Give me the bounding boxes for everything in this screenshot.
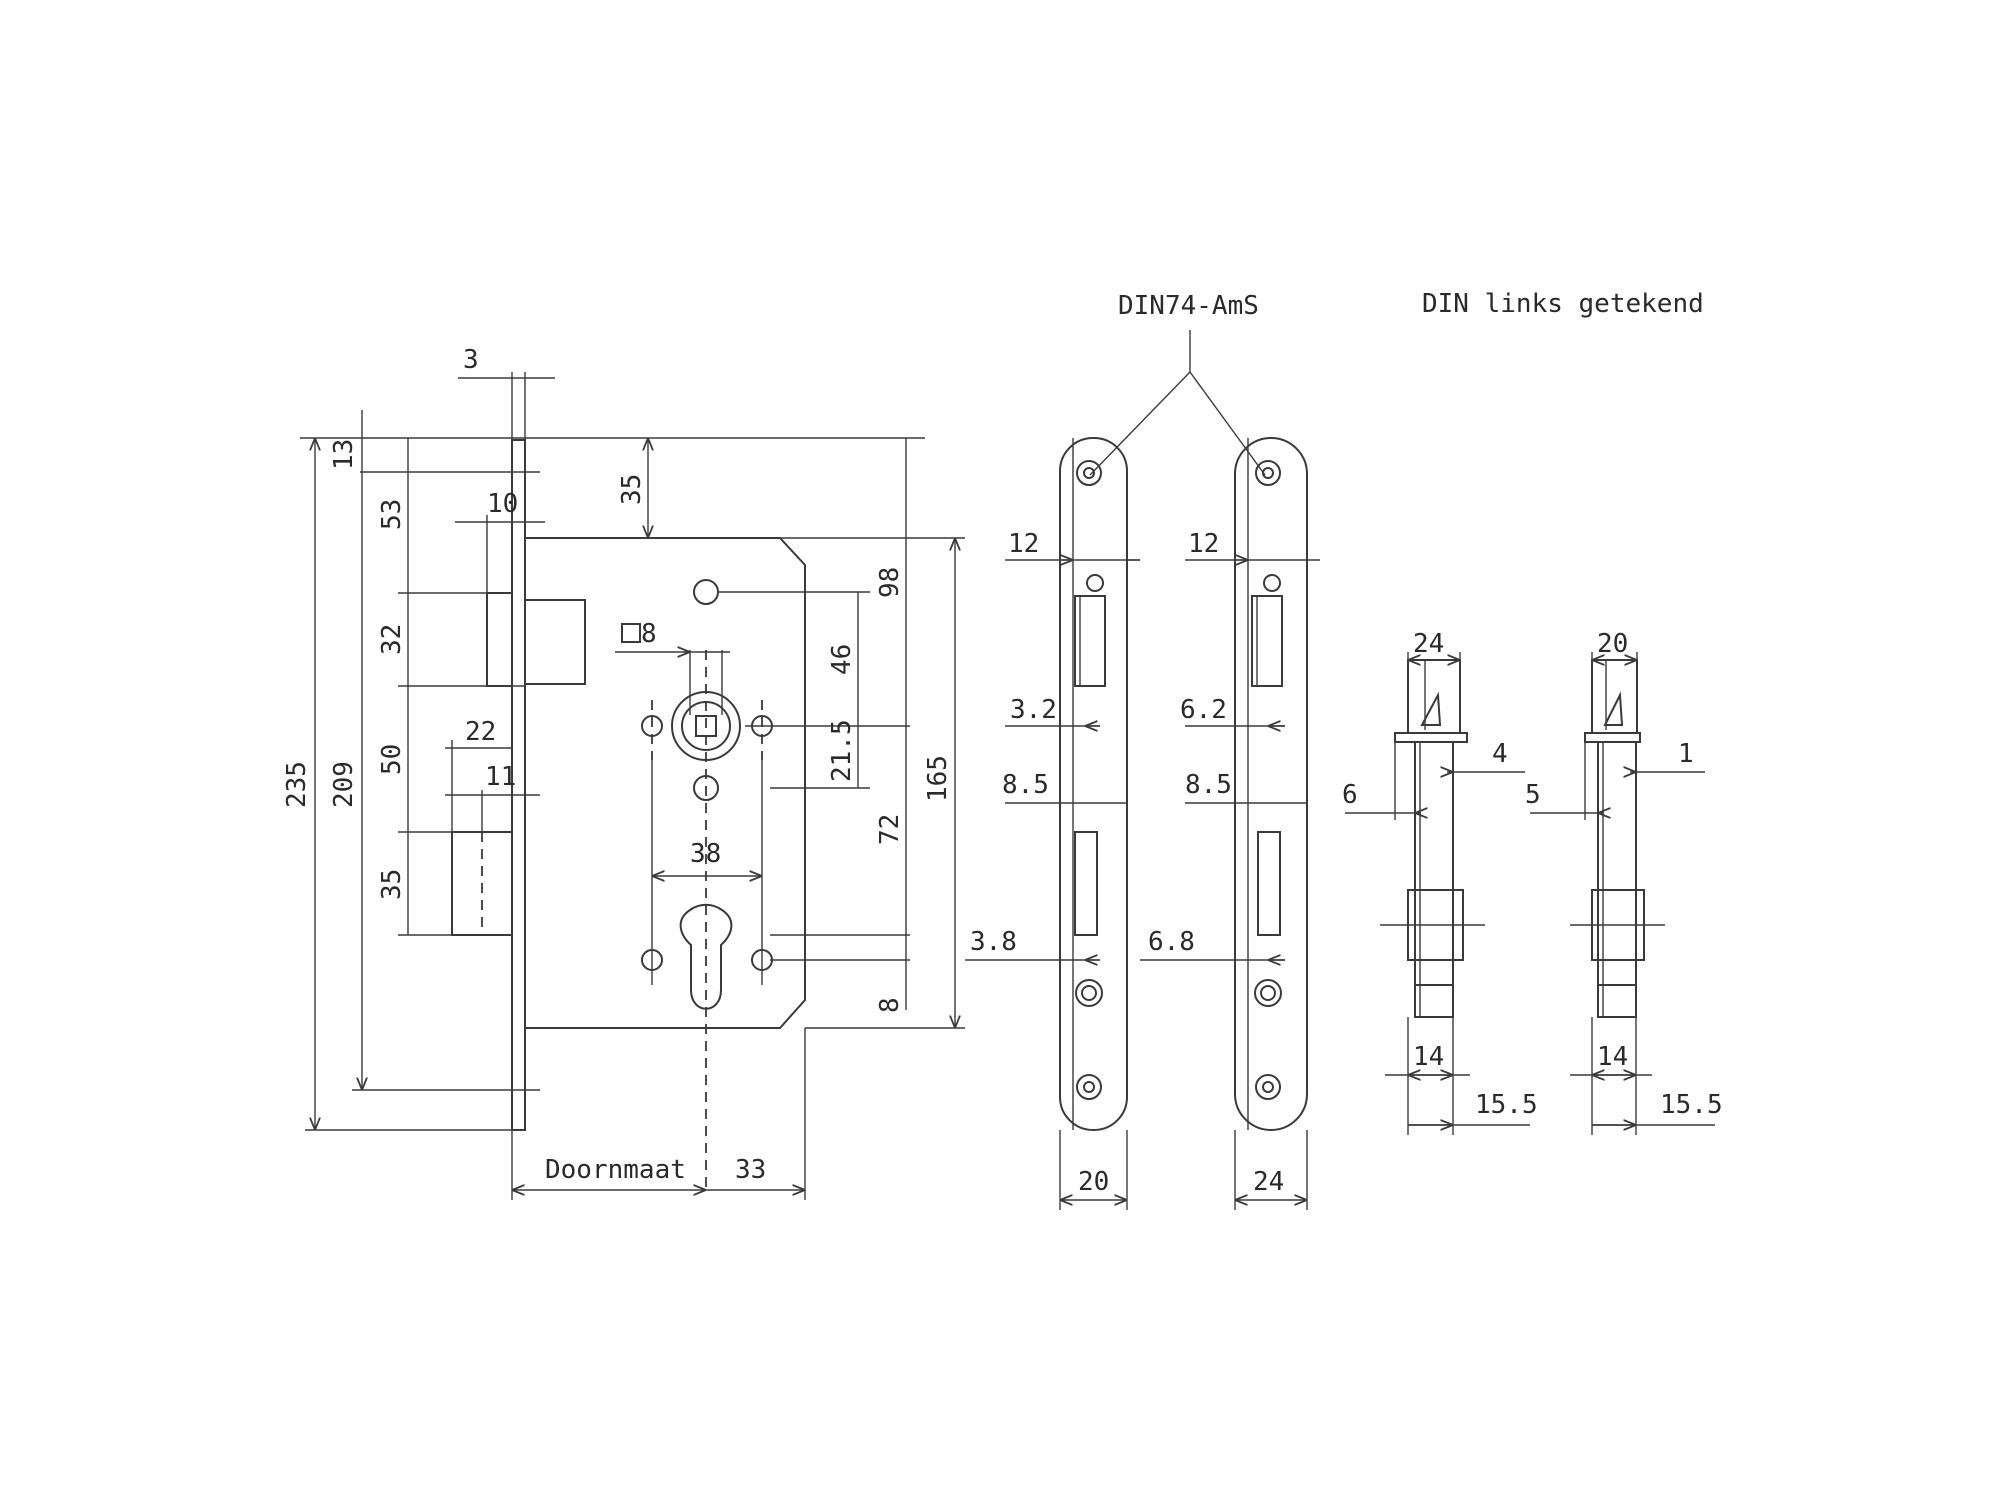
dim-32: 32 bbox=[377, 624, 407, 655]
dim-10: 10 bbox=[487, 489, 518, 519]
fp2-dim-24: 24 bbox=[1253, 1167, 1284, 1197]
dim-38: 38 bbox=[690, 839, 721, 869]
dim-165: 165 bbox=[923, 755, 953, 802]
dim-35-top: 35 bbox=[617, 474, 647, 505]
fp2-dim-6-8: 6.8 bbox=[1148, 927, 1195, 957]
cylinder-cutout bbox=[679, 903, 733, 1010]
faceplate-view-2: 12 6.2 8.5 6.8 24 bbox=[1140, 437, 1320, 1210]
faceplate-2-bolt-slot bbox=[1251, 595, 1283, 687]
dim-3: 3 bbox=[463, 345, 479, 375]
fp1-dim-3-8: 3.8 bbox=[970, 927, 1017, 957]
lock-body-front-view bbox=[451, 439, 806, 1190]
side-2-latch bbox=[1603, 691, 1624, 726]
deadbolt-inner bbox=[524, 599, 586, 685]
fp1-dim-3-2: 3.2 bbox=[1010, 695, 1057, 725]
fp1-dim-20: 20 bbox=[1078, 1167, 1109, 1197]
fp1-dim-8-5: 8.5 bbox=[1002, 770, 1049, 800]
side-1-dim-6: 6 bbox=[1342, 780, 1358, 810]
din-note-label: DIN links getekend bbox=[1422, 289, 1704, 319]
dim-13: 13 bbox=[329, 439, 359, 470]
dim-46: 46 bbox=[827, 644, 857, 675]
doornmaat-label: Doornmaat bbox=[545, 1155, 686, 1185]
dim-53: 53 bbox=[377, 499, 407, 530]
din-code-label: DIN74-AmS bbox=[1118, 291, 1259, 321]
side-2-dim-14: 14 bbox=[1597, 1042, 1628, 1072]
side-2-dim-5: 5 bbox=[1525, 780, 1541, 810]
faceplate-2-cylinder-hole bbox=[1254, 979, 1282, 1007]
fp2-dim-8-5: 8.5 bbox=[1185, 770, 1232, 800]
screw-hole-top bbox=[693, 579, 719, 605]
deadbolt bbox=[486, 592, 513, 687]
side-1-latch bbox=[1420, 691, 1442, 726]
dim-72: 72 bbox=[875, 814, 905, 845]
side-1-dim-24: 24 bbox=[1413, 629, 1444, 659]
faceplate-1-bolt-slot bbox=[1074, 595, 1106, 687]
main-dimensions bbox=[300, 372, 965, 1200]
side-2-top-block bbox=[1591, 659, 1638, 743]
side-1-dim-15-5: 15.5 bbox=[1475, 1090, 1538, 1120]
side-2-dim-20: 20 bbox=[1597, 629, 1628, 659]
dim-11: 11 bbox=[485, 762, 516, 792]
faceplate-1-screw-bottom bbox=[1076, 1074, 1102, 1100]
faceplate-2-screw-top bbox=[1255, 460, 1281, 486]
faceplate-1-latch-slot bbox=[1074, 831, 1098, 936]
fp2-dim-6-2: 6.2 bbox=[1180, 695, 1227, 725]
dim-8-square: 8 bbox=[641, 619, 657, 649]
lock-case bbox=[525, 537, 806, 1029]
dim-33: 33 bbox=[735, 1155, 766, 1185]
fp1-dim-12: 12 bbox=[1008, 529, 1039, 559]
faceplate-view-1: 12 3.2 8.5 3.8 20 bbox=[965, 437, 1140, 1210]
faceplate-1-screw-top bbox=[1076, 460, 1102, 486]
square-symbol-icon bbox=[621, 623, 641, 643]
side-2-flange bbox=[1584, 732, 1641, 743]
side-1-flange bbox=[1394, 732, 1468, 743]
side-view-1: 24 4 6 14 15.5 bbox=[1342, 629, 1538, 1135]
faceplate-1-outline bbox=[1059, 437, 1128, 1131]
dim-35-bottom: 35 bbox=[377, 869, 407, 900]
main-dimension-labels: 3 13 35 10 53 32 98 8 46 22 11 50 21.5 1… bbox=[282, 345, 953, 1185]
dim-8-bottom: 8 bbox=[875, 997, 905, 1013]
dim-21-5: 21.5 bbox=[827, 719, 857, 782]
side-2-dim-15-5: 15.5 bbox=[1660, 1090, 1723, 1120]
dim-50: 50 bbox=[377, 744, 407, 775]
side-view-2: 20 1 5 14 15.5 bbox=[1525, 629, 1723, 1135]
dim-22: 22 bbox=[465, 717, 496, 747]
side-2-dim-1: 1 bbox=[1678, 739, 1694, 769]
fp2-dim-12: 12 bbox=[1188, 529, 1219, 559]
faceplate-2-latch-slot bbox=[1257, 831, 1281, 936]
dim-98: 98 bbox=[875, 567, 905, 598]
faceplate-2-screw-bottom bbox=[1255, 1074, 1281, 1100]
faceplate-2-outline bbox=[1234, 437, 1308, 1131]
dim-235: 235 bbox=[282, 761, 312, 808]
dim-209: 209 bbox=[329, 761, 359, 808]
faceplate-1-cylinder-hole bbox=[1075, 979, 1103, 1007]
side-1-dim-4: 4 bbox=[1492, 739, 1508, 769]
din-callout: DIN74-AmS DIN links getekend bbox=[1089, 289, 1704, 476]
side-1-dim-14: 14 bbox=[1413, 1042, 1444, 1072]
